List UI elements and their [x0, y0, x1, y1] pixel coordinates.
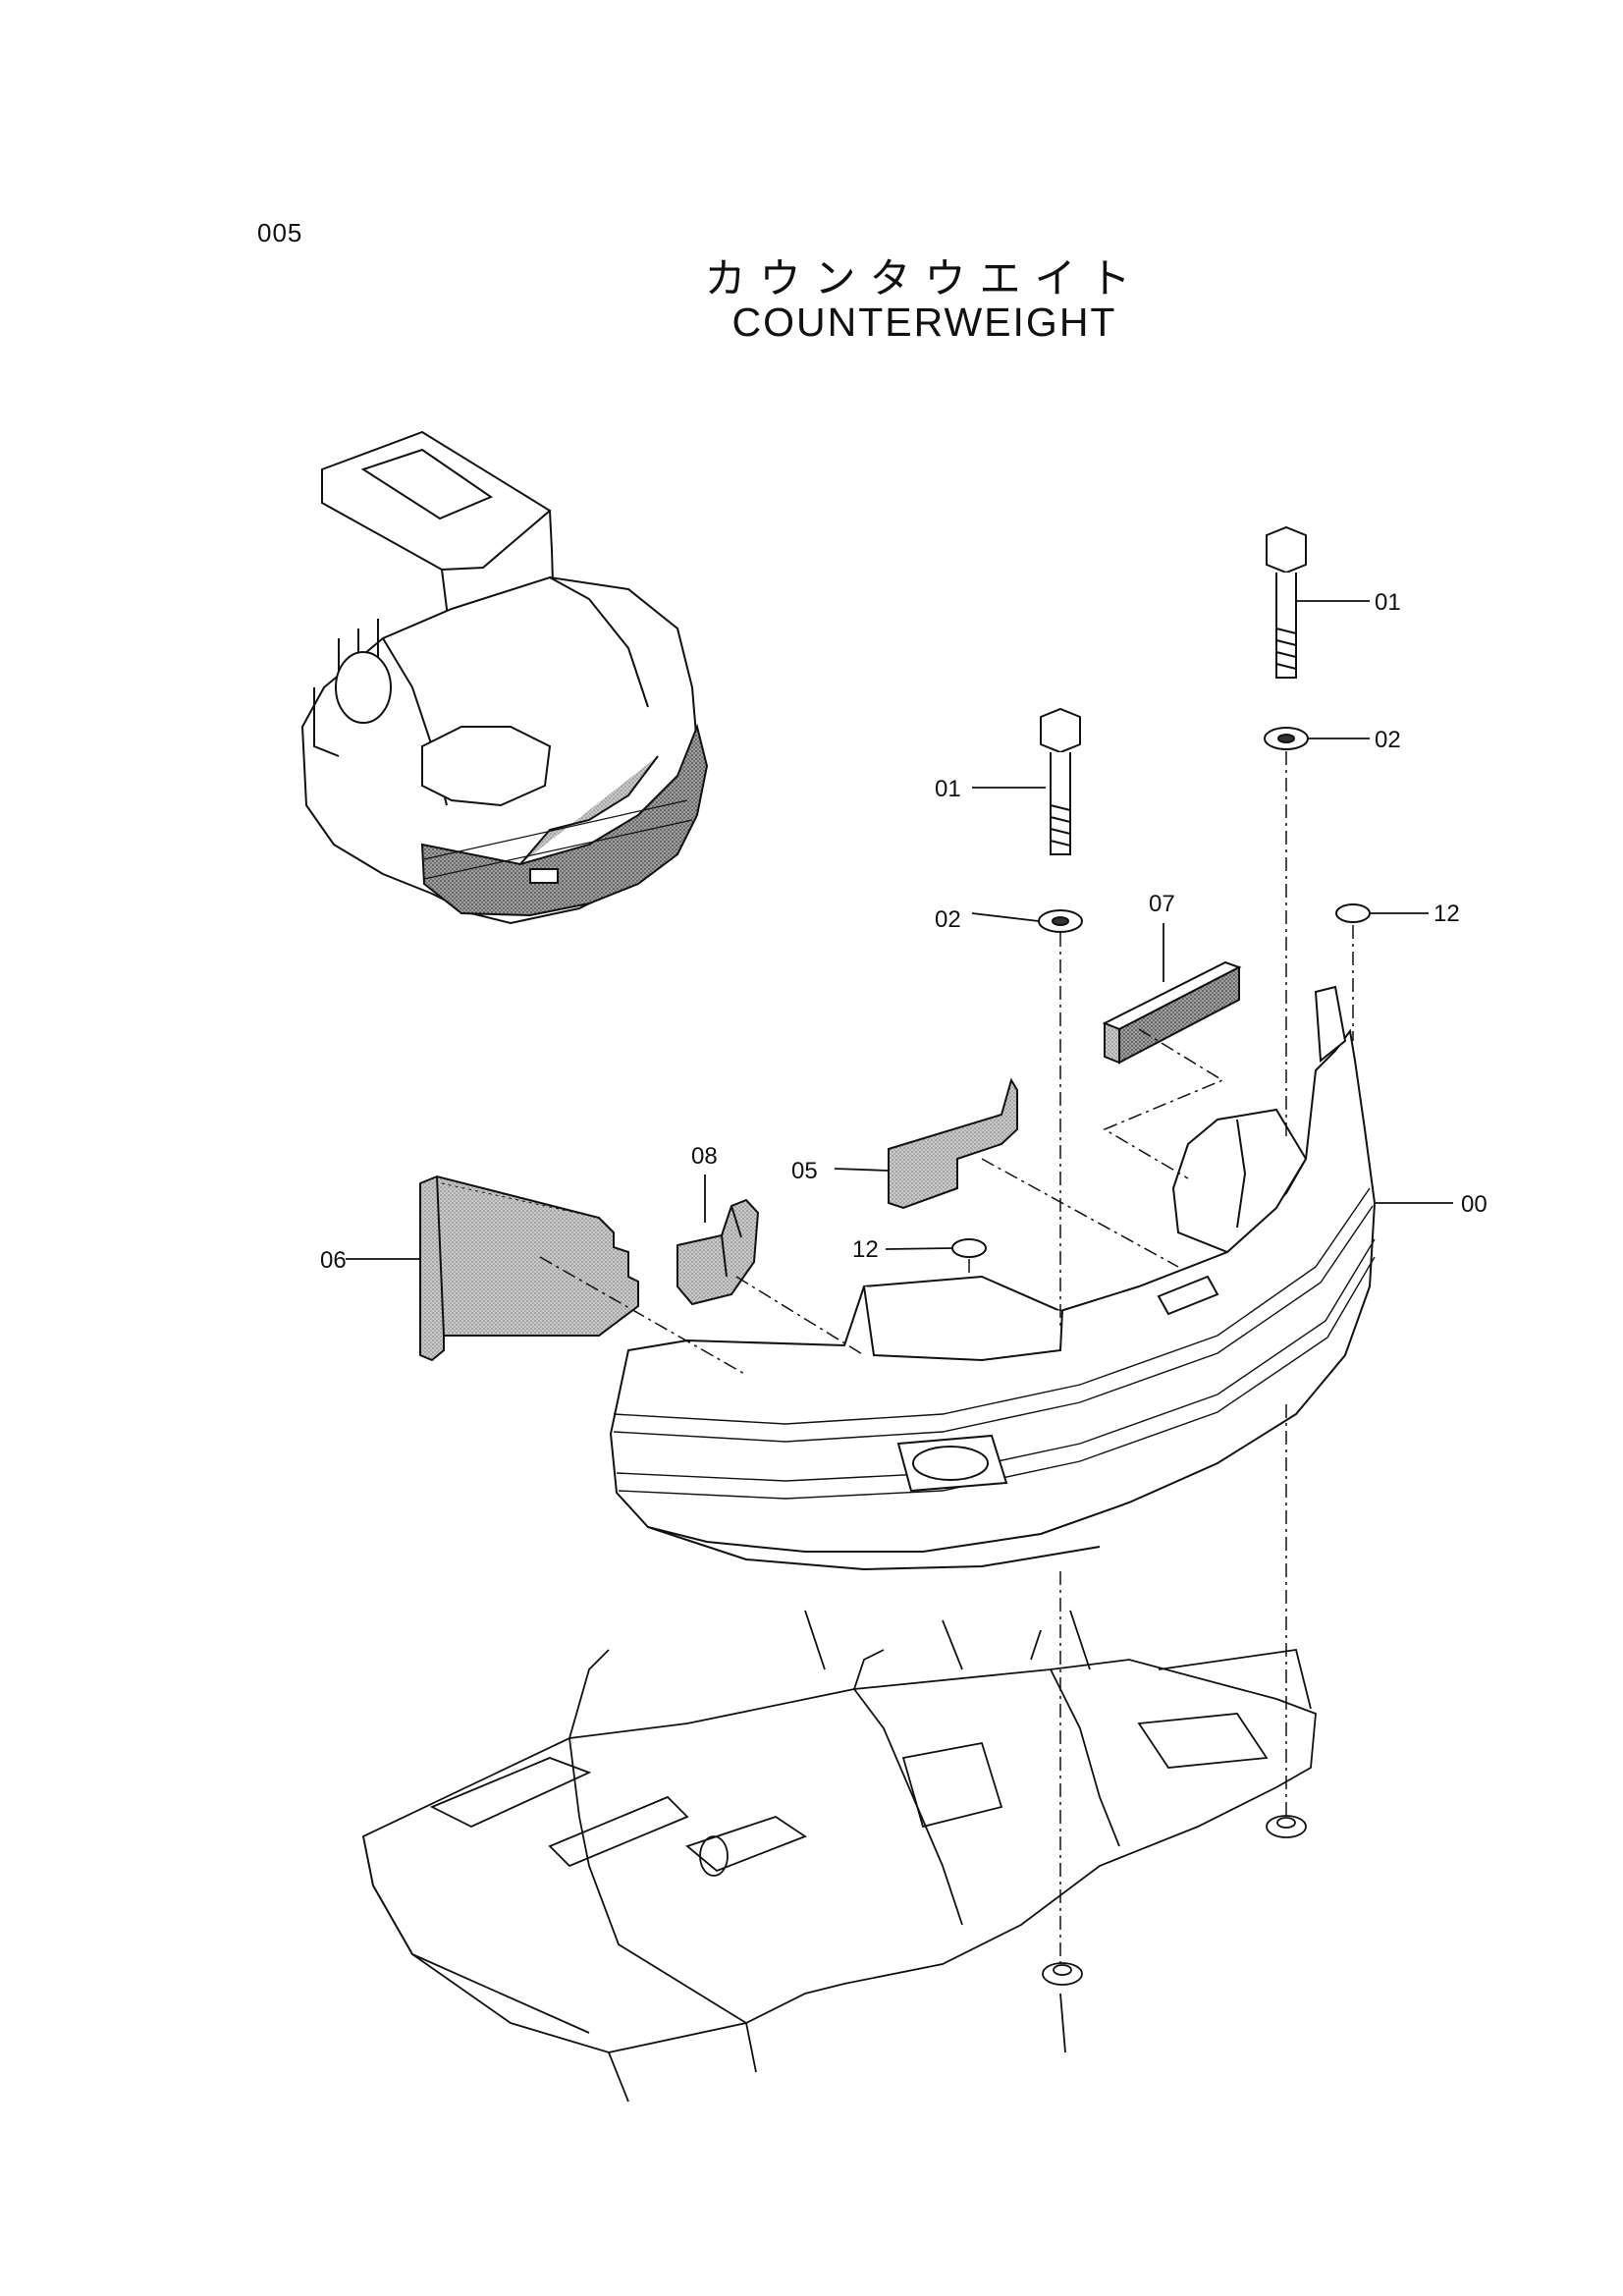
callout-labels: 01 02 01 02 07 12 08 05 00 12 06 — [320, 589, 1488, 1274]
assembly-lines — [539, 751, 1354, 1964]
title-english: COUNTERWEIGHT — [731, 300, 1117, 345]
plate-07 — [1102, 960, 1242, 1065]
leader-lines — [346, 600, 1453, 1260]
title-japanese: カウンタウエイト — [704, 254, 1145, 302]
washer-left — [1038, 909, 1083, 933]
cap-right — [1335, 903, 1371, 923]
upper-frame — [361, 1610, 1317, 2103]
callout-12-center: 12 — [852, 1236, 879, 1263]
callout-02-right: 02 — [1375, 727, 1401, 753]
machine-overview — [300, 430, 709, 925]
plate-05 — [888, 1077, 1018, 1210]
page-number: 005 — [257, 218, 303, 247]
bracket-08 — [676, 1198, 760, 1306]
callout-08: 08 — [691, 1143, 718, 1170]
callout-06: 06 — [320, 1247, 347, 1274]
bolt-left — [1040, 707, 1081, 855]
plate-06 — [419, 1175, 639, 1362]
counterweight-body — [609, 985, 1377, 1571]
callout-02-left: 02 — [935, 906, 961, 933]
callout-12-right: 12 — [1434, 901, 1460, 927]
callout-05: 05 — [791, 1158, 818, 1184]
callout-00: 00 — [1461, 1191, 1488, 1218]
bolt-right — [1266, 525, 1307, 679]
callout-01-left: 01 — [935, 776, 961, 802]
cap-center — [951, 1238, 987, 1258]
washer-right — [1264, 727, 1309, 750]
callout-01-right: 01 — [1375, 589, 1401, 616]
callout-07: 07 — [1149, 891, 1175, 917]
